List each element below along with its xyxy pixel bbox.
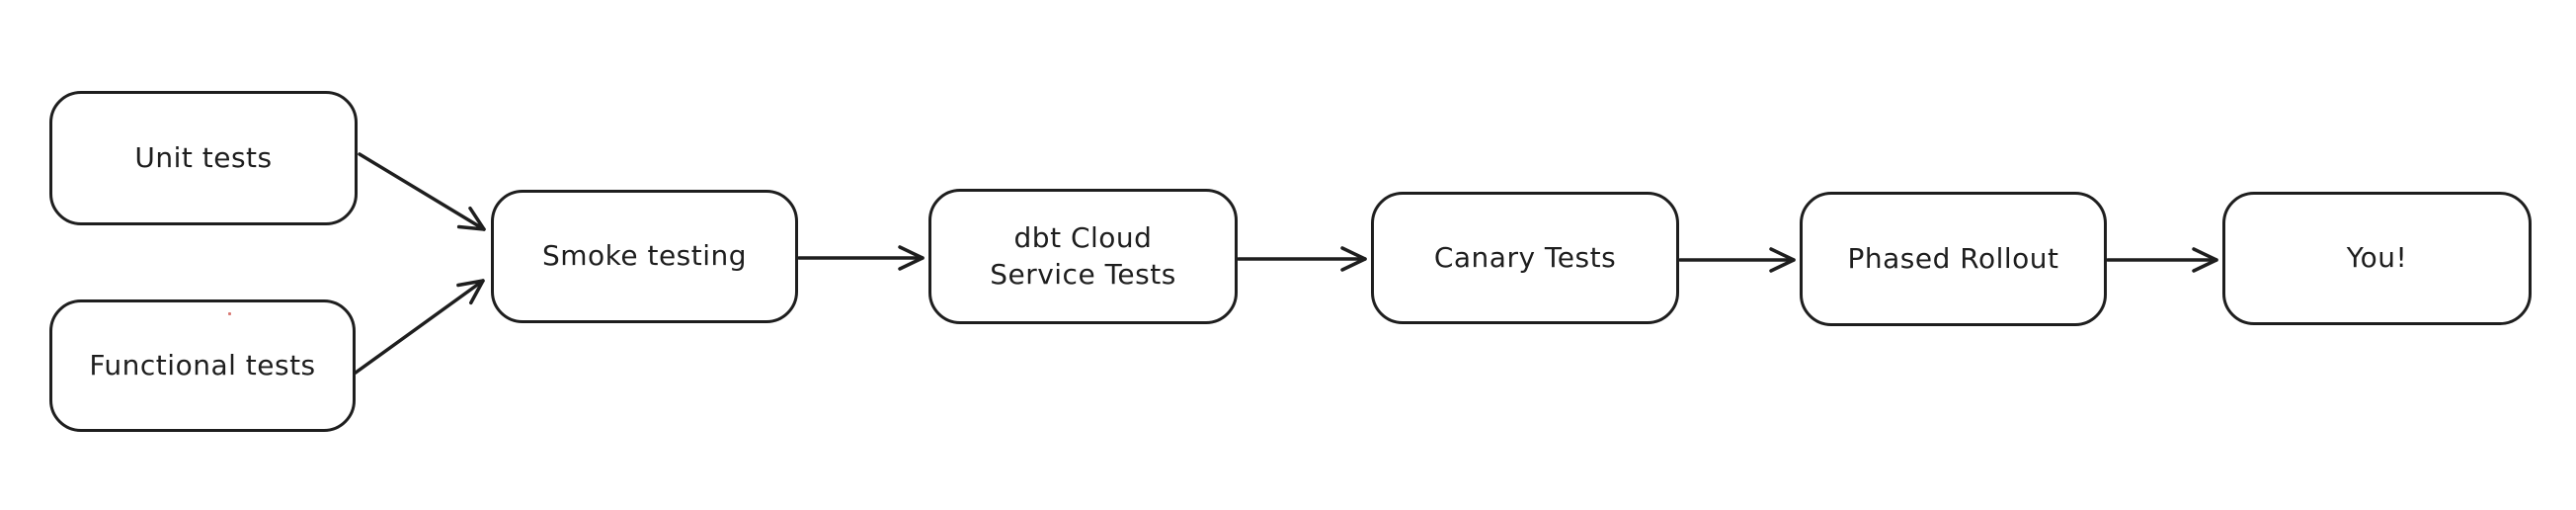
node-dbt-cloud-service-tests-label: dbt Cloud Service Tests [990, 220, 1176, 291]
arrow-functional-tests-to-smoke-testing[interactable] [354, 279, 485, 375]
node-unit-tests-label: Unit tests [134, 140, 273, 174]
node-canary-tests-label: Canary Tests [1433, 240, 1617, 274]
node-functional-tests-label: Functional tests [89, 348, 316, 382]
node-canary-tests[interactable]: Canary Tests [1371, 192, 1679, 324]
node-phased-rollout[interactable]: Phased Rollout [1800, 192, 2107, 326]
stray-red-pixel-artifact [228, 312, 231, 315]
node-functional-tests[interactable]: Functional tests [49, 299, 356, 432]
arrow-unit-tests-to-smoke-testing[interactable] [358, 152, 486, 231]
node-phased-rollout-label: Phased Rollout [1847, 241, 2059, 275]
node-smoke-testing-label: Smoke testing [541, 239, 748, 273]
node-unit-tests[interactable]: Unit tests [49, 91, 358, 225]
node-you-label: You! [2346, 241, 2408, 275]
node-smoke-testing[interactable]: Smoke testing [491, 190, 798, 323]
node-you[interactable]: You! [2222, 192, 2532, 325]
node-dbt-cloud-service-tests[interactable]: dbt Cloud Service Tests [928, 189, 1238, 324]
